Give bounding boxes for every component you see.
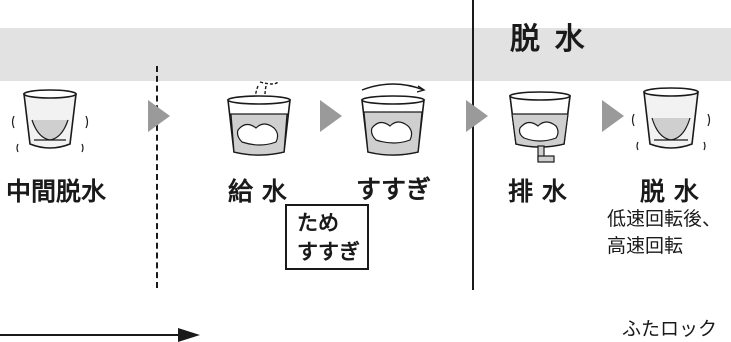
spin-note-line-1: 低速回転後、 (607, 208, 722, 230)
step-label-rinse: すすぎ (356, 175, 432, 204)
flow-arrow-3 (466, 100, 488, 132)
dehydration-section-title: 脱 水 (510, 22, 587, 57)
step-label-spin: 脱 水 (640, 177, 699, 206)
drain-tub-icon (509, 91, 571, 163)
rinse-tub-icon (361, 83, 426, 156)
phase-divider-dashed (156, 66, 158, 288)
tame-susugi-box: ため すすぎ (285, 204, 369, 270)
header-band (0, 28, 731, 81)
spin-note-line-2: 高速回転 (607, 235, 684, 257)
flow-arrow-1 (148, 100, 170, 132)
final-spin-tub-icon (631, 87, 711, 151)
time-flow-arrow (0, 328, 200, 342)
lid-lock-label: ふたロック (622, 318, 718, 340)
section-divider (472, 0, 474, 290)
flow-arrow-4 (602, 100, 624, 132)
step-label-intermediate-spin: 中間脱水 (6, 177, 107, 206)
tame-susugi-line-1: ため (297, 211, 339, 235)
step-label-water-supply: 給 水 (228, 177, 287, 206)
intermediate-spin-tub-icon (11, 89, 89, 153)
spin-note: 低速回転後、 高速回転 (607, 206, 721, 260)
flow-arrow-2 (320, 100, 342, 132)
water-supply-tub-icon (227, 81, 291, 156)
tame-susugi-line-2: すすぎ (297, 240, 360, 264)
step-label-drain: 排 水 (508, 177, 567, 206)
